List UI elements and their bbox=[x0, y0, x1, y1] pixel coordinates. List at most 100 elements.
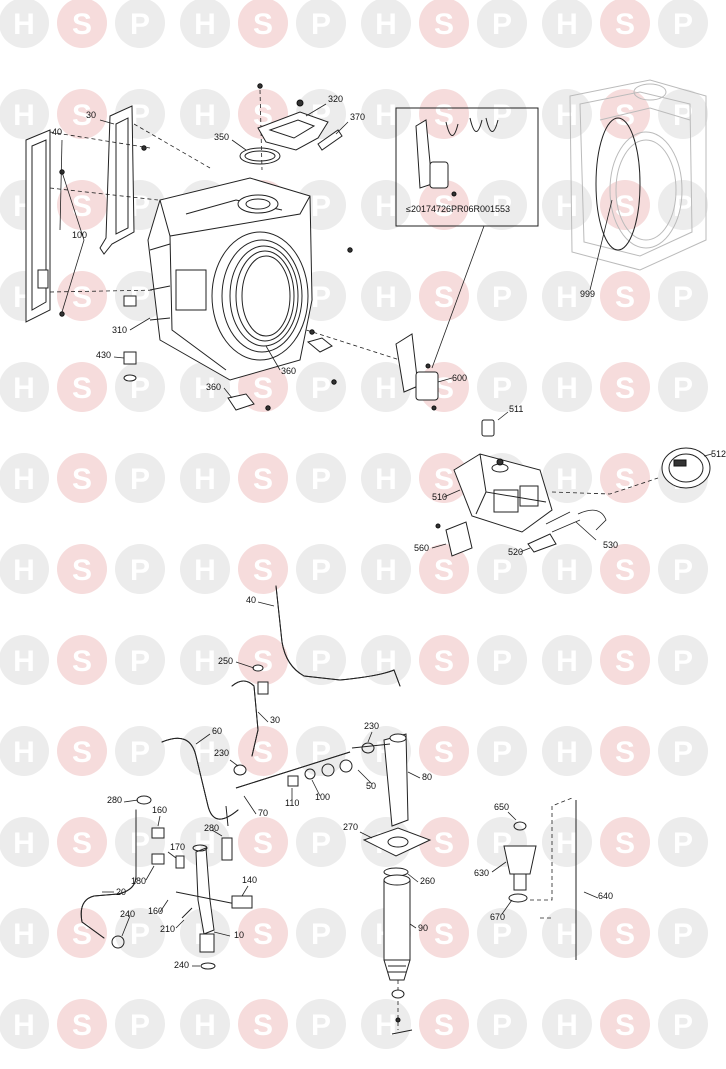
part-label-40b: 40 bbox=[246, 595, 256, 605]
watermark-circle bbox=[296, 908, 346, 958]
watermark-letter: P bbox=[130, 918, 150, 951]
watermark-letter: S bbox=[434, 827, 454, 860]
drain-valve bbox=[231, 895, 253, 909]
watermark-circle bbox=[115, 999, 165, 1049]
part-label-70: 70 bbox=[258, 808, 268, 818]
watermark-circle bbox=[0, 544, 49, 594]
watermark-circle bbox=[419, 180, 469, 230]
watermark-circle bbox=[361, 544, 411, 594]
watermark-circle bbox=[658, 908, 708, 958]
watermark-letter: P bbox=[673, 99, 693, 132]
watermark-circle bbox=[57, 453, 107, 503]
watermark-letter: H bbox=[194, 736, 216, 769]
part-label-180: 180 bbox=[131, 876, 146, 886]
watermark-letter: H bbox=[13, 645, 35, 678]
watermark-letter: S bbox=[72, 372, 92, 405]
watermark-letter: P bbox=[492, 918, 512, 951]
screws bbox=[59, 83, 353, 411]
watermark-letter: S bbox=[615, 1009, 635, 1042]
watermark-letter: H bbox=[375, 645, 397, 678]
watermark-letter: S bbox=[72, 8, 92, 41]
watermark-letter: P bbox=[311, 736, 331, 769]
pipework-assembly bbox=[80, 585, 599, 1035]
part-label-30b: 30 bbox=[270, 715, 280, 725]
watermark-circle bbox=[0, 817, 49, 867]
part-label-10: 10 bbox=[234, 930, 244, 940]
watermark-letter: S bbox=[72, 554, 92, 587]
valve-connector bbox=[445, 521, 473, 557]
watermark-circle bbox=[419, 89, 469, 139]
watermark-circle bbox=[542, 999, 592, 1049]
watermark-circle bbox=[238, 817, 288, 867]
part-label-210: 210 bbox=[160, 924, 175, 934]
watermark-circle bbox=[115, 726, 165, 776]
watermark-circle bbox=[238, 544, 288, 594]
watermark-circle bbox=[57, 635, 107, 685]
watermark-circle bbox=[115, 453, 165, 503]
watermark-letter: S bbox=[615, 918, 635, 951]
watermark-circle bbox=[419, 453, 469, 503]
watermark-circle bbox=[361, 362, 411, 412]
watermark-circle bbox=[542, 544, 592, 594]
expansion-valve bbox=[503, 845, 537, 875]
watermark-circle bbox=[115, 635, 165, 685]
watermark-letter: H bbox=[375, 372, 397, 405]
watermark-circle bbox=[658, 362, 708, 412]
watermark-letter: P bbox=[311, 645, 331, 678]
watermark-circle bbox=[238, 0, 288, 48]
watermark-circle bbox=[477, 0, 527, 48]
watermark-letter: H bbox=[194, 8, 216, 41]
watermark-letter: H bbox=[556, 190, 578, 223]
watermark-circle bbox=[0, 453, 49, 503]
watermark-letter: H bbox=[556, 281, 578, 314]
watermark-circle bbox=[542, 89, 592, 139]
watermark-letter: P bbox=[673, 736, 693, 769]
watermark-circle bbox=[57, 544, 107, 594]
watermark-letter: P bbox=[673, 554, 693, 587]
watermark-letter: H bbox=[13, 736, 35, 769]
watermark-letter: S bbox=[72, 190, 92, 223]
watermark-circle bbox=[542, 635, 592, 685]
watermark-letter: H bbox=[194, 554, 216, 587]
condensate-trap-top bbox=[383, 733, 409, 827]
watermark-letter: H bbox=[375, 190, 397, 223]
central-tee-fitting bbox=[195, 847, 215, 935]
watermark-letter: S bbox=[253, 463, 273, 496]
watermark-letter: H bbox=[375, 281, 397, 314]
watermark-circle bbox=[542, 0, 592, 48]
watermark-letter: P bbox=[673, 190, 693, 223]
watermark-circle bbox=[238, 453, 288, 503]
watermark-circle bbox=[115, 362, 165, 412]
heat-exchanger-body bbox=[147, 177, 313, 381]
watermark-circle bbox=[180, 999, 230, 1049]
watermark-letter: P bbox=[130, 1009, 150, 1042]
watermark-circle bbox=[658, 0, 708, 48]
watermark-letter: P bbox=[311, 372, 331, 405]
watermark-letter: P bbox=[311, 827, 331, 860]
part-label-30a: 30 bbox=[86, 110, 96, 120]
watermark-letter: H bbox=[556, 372, 578, 405]
part-label-40a: 40 bbox=[52, 127, 62, 137]
watermark-circle bbox=[600, 544, 650, 594]
watermark-circle bbox=[658, 180, 708, 230]
watermark-letter: P bbox=[311, 8, 331, 41]
watermark-circle bbox=[542, 908, 592, 958]
watermark-circle bbox=[296, 635, 346, 685]
watermark-letter: P bbox=[311, 281, 331, 314]
watermark-circle bbox=[361, 180, 411, 230]
watermark-circle bbox=[296, 362, 346, 412]
part-label-999: 999 bbox=[580, 289, 595, 299]
watermark-circle bbox=[658, 544, 708, 594]
watermark-circle bbox=[57, 180, 107, 230]
watermark-letter: S bbox=[253, 554, 273, 587]
watermark-letter: H bbox=[194, 645, 216, 678]
condensate-nozzle bbox=[123, 351, 137, 365]
watermark-letter: S bbox=[434, 190, 454, 223]
watermark-letter: S bbox=[253, 827, 273, 860]
watermark-circle bbox=[0, 0, 49, 48]
watermark-circle bbox=[658, 635, 708, 685]
part-label-670: 670 bbox=[490, 912, 505, 922]
watermark-circle bbox=[658, 817, 708, 867]
watermark-circle bbox=[419, 908, 469, 958]
watermark-circle bbox=[180, 726, 230, 776]
